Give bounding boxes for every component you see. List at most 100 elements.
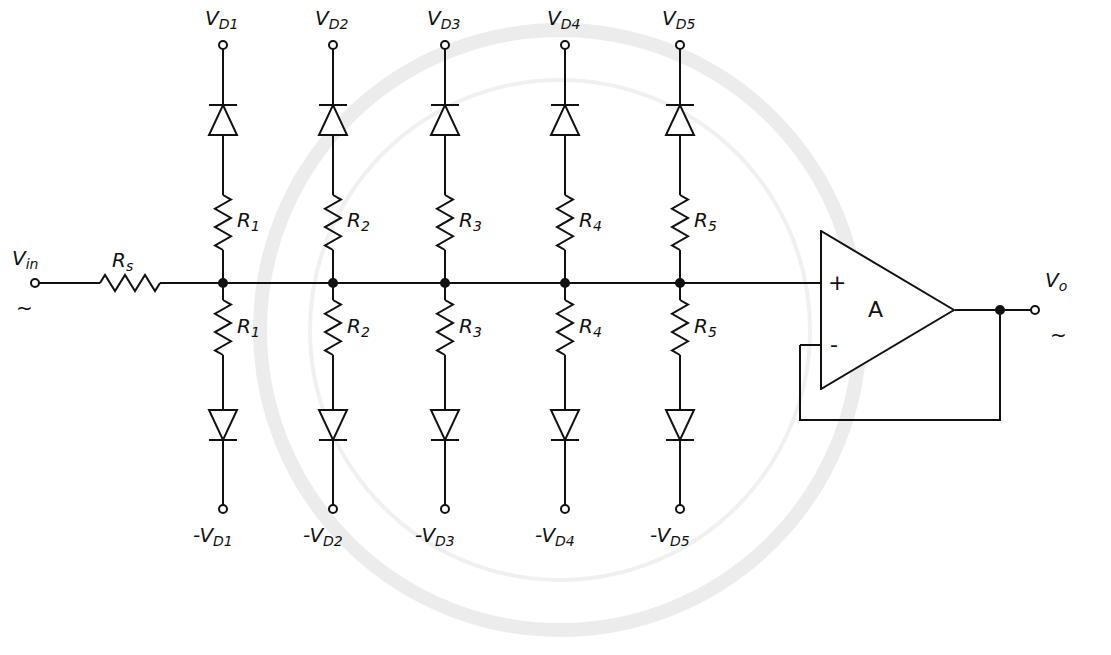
label: Vin xyxy=(12,248,38,271)
wire xyxy=(551,104,579,106)
wire xyxy=(679,49,681,105)
label: -VD4 xyxy=(535,525,575,548)
wire xyxy=(444,440,446,505)
label: VD4 xyxy=(547,8,580,31)
terminal xyxy=(441,505,449,513)
wire xyxy=(800,344,820,346)
terminal xyxy=(1031,306,1039,314)
label: R3 xyxy=(459,316,482,339)
terminal xyxy=(219,41,227,49)
junction-dot xyxy=(996,306,1004,314)
wire xyxy=(332,49,334,105)
resistor-symbol xyxy=(325,300,341,355)
diode-symbol xyxy=(319,410,347,440)
wire xyxy=(332,440,334,505)
label: VD3 xyxy=(427,8,460,31)
wire xyxy=(564,135,566,195)
wire xyxy=(564,440,566,505)
diode-symbol xyxy=(319,105,347,135)
label: R2 xyxy=(347,210,370,233)
terminal xyxy=(561,41,569,49)
resistor-symbol xyxy=(325,195,341,250)
wire xyxy=(679,440,681,505)
label: R5 xyxy=(694,210,717,233)
wire xyxy=(209,104,237,106)
resistor-symbol xyxy=(215,300,231,355)
terminal xyxy=(441,41,449,49)
wire xyxy=(679,283,681,300)
resistor-symbol xyxy=(672,195,688,250)
resistor-symbol xyxy=(557,195,573,250)
wire xyxy=(222,355,224,410)
opamp-outline xyxy=(820,230,955,390)
label: ~ xyxy=(16,298,33,318)
terminal xyxy=(329,505,337,513)
wire xyxy=(444,283,446,300)
wire xyxy=(444,135,446,195)
diode-symbol xyxy=(431,410,459,440)
wire xyxy=(666,104,694,106)
label: R4 xyxy=(579,210,602,233)
wire xyxy=(222,440,224,505)
wire xyxy=(332,283,334,300)
label: VD1 xyxy=(205,8,238,31)
diode-symbol xyxy=(551,105,579,135)
wire xyxy=(679,135,681,195)
resistor-symbol xyxy=(437,300,453,355)
diode-symbol xyxy=(431,105,459,135)
wire xyxy=(679,355,681,410)
label: -VD2 xyxy=(303,525,343,548)
wire xyxy=(222,283,224,300)
wire xyxy=(955,309,1031,311)
terminal xyxy=(561,505,569,513)
label: R5 xyxy=(694,316,717,339)
label: R1 xyxy=(237,210,260,233)
diode-symbol xyxy=(666,410,694,440)
label: -VD1 xyxy=(193,525,233,548)
watermark-seal xyxy=(260,30,860,630)
wire xyxy=(564,49,566,105)
wire xyxy=(431,104,459,106)
resistor-symbol xyxy=(437,195,453,250)
wire xyxy=(564,283,566,300)
wire xyxy=(222,135,224,195)
label: R2 xyxy=(347,316,370,339)
terminal xyxy=(219,505,227,513)
label: R4 xyxy=(579,316,602,339)
diode-symbol xyxy=(209,410,237,440)
resistor-symbol xyxy=(215,195,231,250)
label: R1 xyxy=(237,316,260,339)
terminal xyxy=(676,41,684,49)
diode-symbol xyxy=(209,105,237,135)
label: VD5 xyxy=(662,8,695,31)
opamp-triangle-shape xyxy=(821,231,954,389)
opamp-triangle: + A - xyxy=(820,230,955,390)
wire xyxy=(332,355,334,410)
label: -VD5 xyxy=(650,525,690,548)
resistor-symbol xyxy=(100,275,160,291)
diode-symbol xyxy=(666,105,694,135)
opamp-name: A xyxy=(868,299,883,321)
wire xyxy=(160,282,820,284)
wire xyxy=(39,282,100,284)
terminal xyxy=(31,279,39,287)
wire xyxy=(444,49,446,105)
wire xyxy=(319,104,347,106)
label: -VD3 xyxy=(415,525,455,548)
wire xyxy=(564,355,566,410)
watermark-seal xyxy=(310,80,810,580)
resistor-symbol xyxy=(672,300,688,355)
label: VD2 xyxy=(315,8,348,31)
resistor-symbol xyxy=(557,300,573,355)
opamp-input-sign: + xyxy=(828,272,846,294)
diode-symbol xyxy=(551,410,579,440)
label: Rs xyxy=(112,250,133,273)
label: ~ xyxy=(1050,325,1067,345)
terminal xyxy=(329,41,337,49)
label: R3 xyxy=(459,210,482,233)
wire xyxy=(222,49,224,105)
wire xyxy=(332,135,334,195)
opamp-input-sign: - xyxy=(830,334,838,356)
